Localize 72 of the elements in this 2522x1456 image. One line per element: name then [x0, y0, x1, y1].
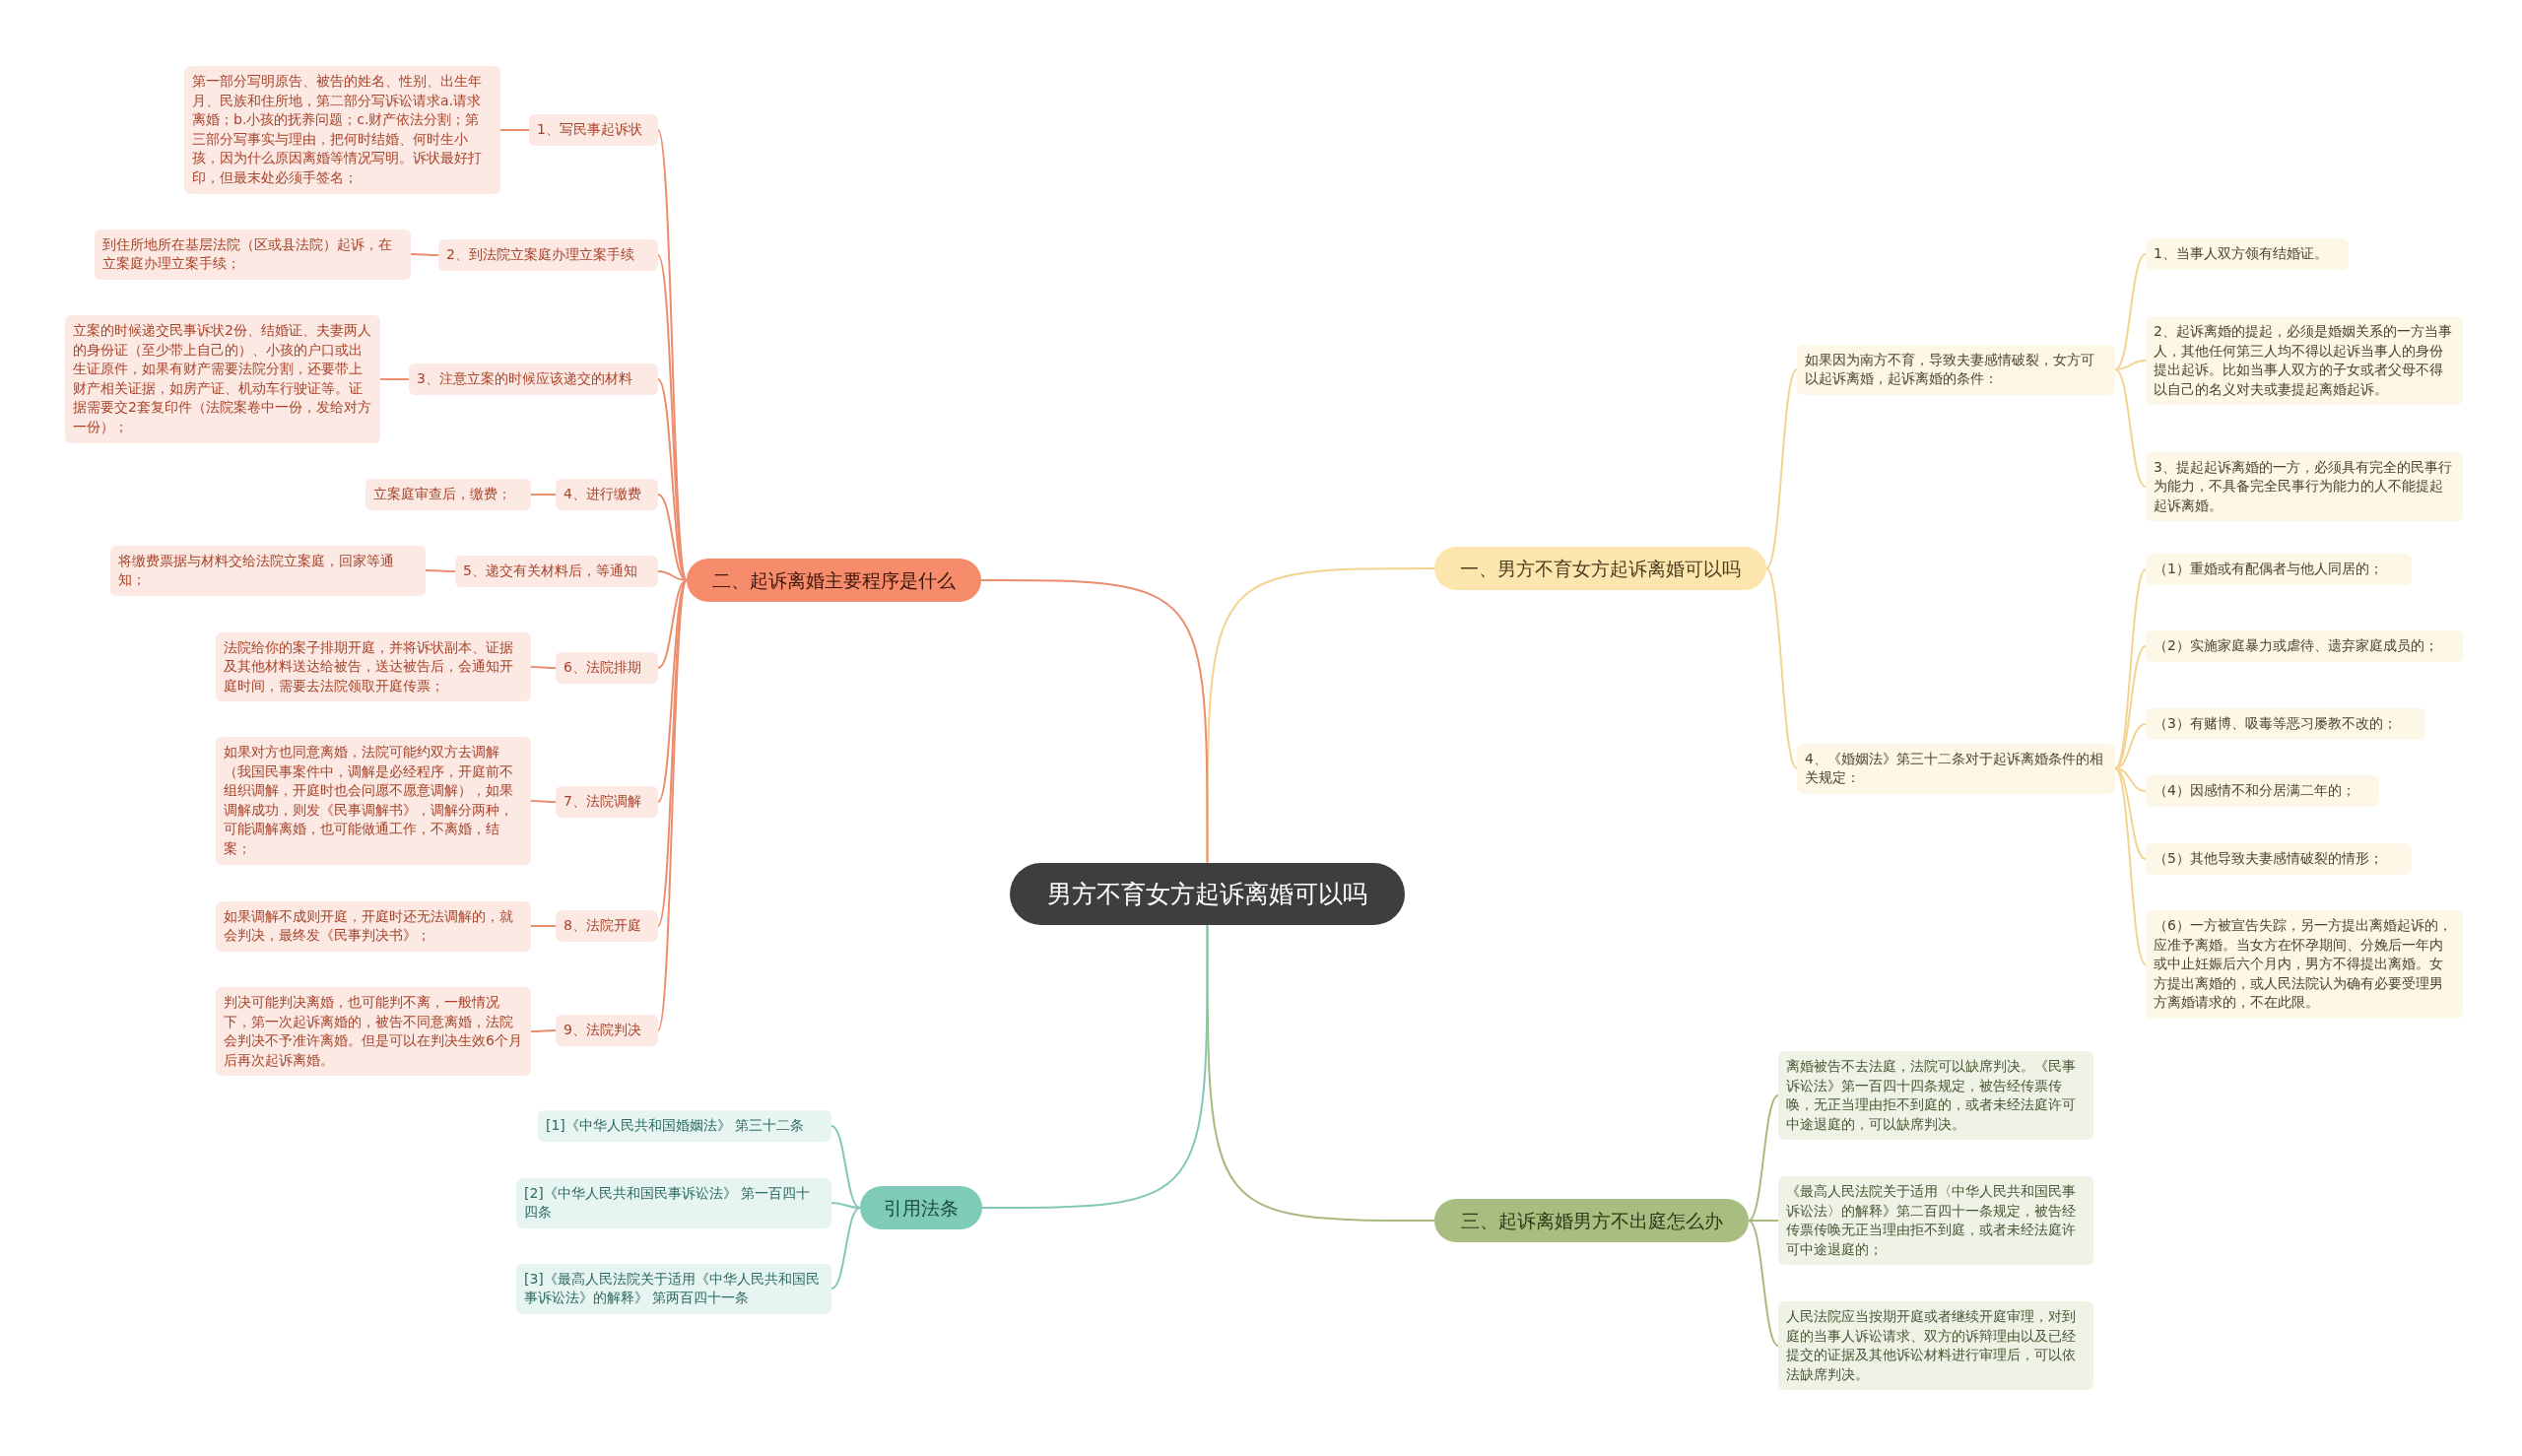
connector-line — [657, 579, 688, 669]
subtopic-card: 法院给你的案子排期开庭，并将诉状副本、证据及其他材料送达给被告，送达被告后，会通知开庭时间，需要去法院领取开庭传票； — [216, 631, 531, 702]
connector-line — [830, 1202, 861, 1209]
subtopic-card: 2、到法院立案庭办理立案手续 — [438, 239, 658, 271]
connector-line — [530, 1029, 557, 1032]
connector-line — [2114, 253, 2147, 370]
subtopic-card: （5）其他导致夫妻感情破裂的情形； — [2146, 843, 2412, 875]
connector-line — [1206, 923, 1435, 1222]
branch-topic: 三、起诉离婚男方不出庭怎么办 — [1434, 1198, 1749, 1243]
connector-line — [830, 1207, 861, 1290]
subtopic-card: 离婚被告不去法庭，法院可以缺席判决。《民事诉讼法》第一百四十四条规定，被告经传票传唤，无正当理由拒不到庭的，或者未经法庭许可中途退庭的，可以缺席判决。 — [1778, 1051, 2093, 1141]
branch-topic: 引用法条 — [860, 1185, 982, 1230]
connector-line — [499, 129, 530, 131]
subtopic-card: 5、递交有关材料后，等通知 — [455, 556, 658, 587]
subtopic-card: [1]《中华人民共和国婚姻法》 第三十二条 — [538, 1110, 831, 1142]
connector-line — [2114, 767, 2147, 860]
subtopic-card: 判决可能判决离婚，也可能判不离，一般情况下，第一次起诉离婚的，被告不同意离婚，法院会判决不予准许离婚。但是可以在判决生效6个月后再次起诉离婚。 — [216, 987, 531, 1077]
subtopic-card: 1、当事人双方领有结婚证。 — [2146, 238, 2349, 270]
connector-line — [1206, 567, 1435, 864]
subtopic-card: 1、写民事起诉状 — [529, 114, 658, 146]
subtopic-card: [2]《中华人民共和国民事诉讼法》 第一百四十四条 — [516, 1177, 831, 1228]
connector-line — [657, 579, 688, 1031]
subtopic-card: [3]《最高人民法院关于适用《中华人民共和国民事诉讼法》的解释》 第两百四十一条 — [516, 1263, 831, 1314]
connector-line — [657, 494, 688, 581]
subtopic-card: 9、法院判决 — [556, 1015, 658, 1046]
subtopic-card: 第一部分写明原告、被告的姓名、性别、出生年月、民族和住所地，第二部分写诉讼请求a.请求离婚；b.小孩的抚养问题；c.财产依法分割；第三部分写事实与理由，把何时结婚、何时生小孩，因为什么原因离婚等情况写明。诉状最好打印，但最末处必须手签名； — [184, 66, 500, 194]
subtopic-card: 3、注意立案的时候应该递交的材料 — [409, 364, 658, 395]
subtopic-card: 如果因为南方不育，导致夫妻感情破裂，女方可以起诉离婚，起诉离婚的条件： — [1797, 344, 2115, 395]
connector-line — [980, 579, 1209, 864]
connector-line — [1748, 1094, 1779, 1222]
subtopic-card: （1）重婚或有配偶者与他人同居的； — [2146, 554, 2412, 585]
subtopic-card: （3）有赌博、吸毒等恶习屡教不改的； — [2146, 708, 2425, 740]
subtopic-card: 如果调解不成则开庭，开庭时还无法调解的，就会判决，最终发《民事判决书》； — [216, 900, 531, 952]
subtopic-card: （2）实施家庭暴力或虐待、遗弃家庭成员的； — [2146, 630, 2463, 662]
branch-topic: 一、男方不育女方起诉离婚可以吗 — [1434, 546, 1766, 591]
connector-line — [1748, 1220, 1779, 1222]
subtopic-card: 《最高人民法院关于适用〈中华人民共和国民事诉讼法〉的解释》第二百四十一条规定，被告经传票传唤无正当理由拒不到庭，或者未经法庭许可中途退庭的； — [1778, 1176, 2093, 1266]
connector-line — [1748, 1220, 1779, 1347]
connector-line — [1765, 567, 1798, 769]
connector-line — [425, 569, 456, 572]
subtopic-card: 8、法院开庭 — [556, 910, 658, 942]
subtopic-card: 6、法院排期 — [556, 652, 658, 684]
connector-line — [530, 925, 557, 927]
connector-line — [530, 800, 557, 803]
subtopic-card: 立案庭审查后，缴费； — [365, 479, 531, 510]
connector-line — [2114, 360, 2147, 370]
subtopic-card: 4、《婚姻法》第三十二条对于起诉离婚条件的相关规定： — [1797, 743, 2115, 794]
connector-line — [530, 666, 557, 669]
connector-line — [981, 923, 1209, 1209]
subtopic-card: 立案的时候递交民事诉状2份、结婚证、夫妻两人的身份证（至少带上自己的）、小孩的户口或出生证原件，如果有财产需要法院分割，还要带上财产相关证据，如房产证、机动车行驶证等。证据需要交2套复印件（法院案卷中一份，发给对方一份）； — [65, 315, 380, 443]
branch-topic: 二、起诉离婚主要程序是什么 — [687, 558, 981, 603]
subtopic-card: （4）因感情不和分居满二年的； — [2146, 775, 2379, 807]
connector-line — [1765, 368, 1798, 569]
connector-line — [830, 1125, 861, 1209]
connector-line — [530, 494, 557, 496]
connector-line — [657, 579, 688, 927]
subtopic-card: 人民法院应当按期开庭或者继续开庭审理，对到庭的当事人诉讼请求、双方的诉辩理由以及已经提交的证据及其他诉讼材料进行审理后，可以依法缺席判决。 — [1778, 1301, 2093, 1391]
subtopic-card: 2、起诉离婚的提起，必须是婚姻关系的一方当事人，其他任何第三人均不得以起诉当事人的身份提出起诉。比如当事人双方的子女或者父母不得以自己的名义对夫或妻提起离婚起诉。 — [2146, 316, 2463, 406]
subtopic-card: 3、提起起诉离婚的一方，必须具有完全的民事行为能力，不具备完全民事行为能力的人不能提起起诉离婚。 — [2146, 451, 2463, 522]
subtopic-card: 4、进行缴费 — [556, 479, 658, 510]
connector-line — [2114, 368, 2147, 488]
connector-line — [410, 253, 439, 256]
subtopic-card: 7、法院调解 — [556, 786, 658, 818]
central-topic: 男方不育女方起诉离婚可以吗 — [1010, 862, 1405, 925]
connector-line — [379, 378, 410, 380]
connector-line — [657, 579, 688, 803]
subtopic-card: （6）一方被宣告失踪，另一方提出离婚起诉的，应准予离婚。当女方在怀孕期间、分娩后一年内或中止妊娠后六个月内，男方不得提出离婚。女方提出离婚的，或人民法院认为确有必要受理男方离婚请求的，不在此限。 — [2146, 910, 2463, 1019]
connector-line — [657, 378, 688, 581]
subtopic-card: 将缴费票据与材料交给法院立案庭，回家等通知； — [110, 545, 426, 596]
subtopic-card: 到住所地所在基层法院（区或县法院）起诉，在立案庭办理立案手续； — [95, 229, 411, 280]
connector-line — [2114, 767, 2147, 965]
subtopic-card: 如果对方也同意离婚，法院可能约双方去调解（我国民事案件中，调解是必经程序，开庭前不组织调解，开庭时也会问愿不愿意调解），如果调解成功，则发《民事调解书》，调解分两种，可能调解离婚，也可能做通工作，不离婚，结案； — [216, 737, 531, 865]
